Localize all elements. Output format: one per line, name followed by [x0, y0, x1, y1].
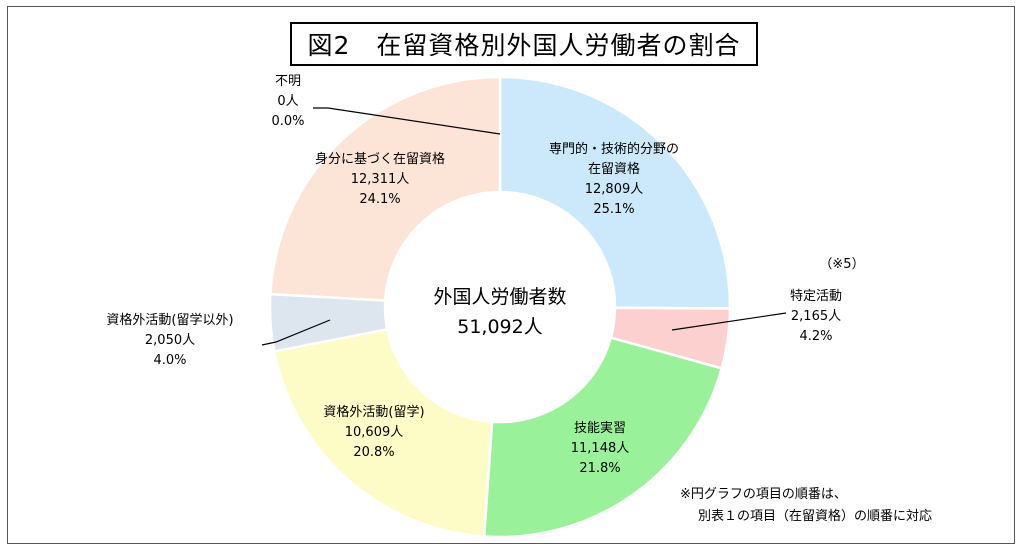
leader-line-fumei: [313, 107, 501, 135]
slice-label-percent: 21.8%: [579, 461, 620, 476]
slice-label-count: 2,165人: [791, 309, 841, 324]
slice-label-percent: 4.2%: [799, 329, 832, 344]
leader-line-tokutei: [671, 312, 787, 331]
slice-label-count: 0人: [277, 94, 298, 109]
chart-title: 図2 在留資格別外国人労働者の割合: [290, 22, 758, 66]
center-total: 51,092人: [457, 316, 542, 338]
slice-label-percent: 20.8%: [353, 445, 394, 460]
slice-label-percent: 4.0%: [153, 353, 186, 368]
slice-label-name: 身分に基づく在留資格: [315, 151, 445, 167]
slice-label-name: 不明: [275, 74, 301, 89]
slice-label-name: 専門的・技術的分野の: [549, 141, 679, 157]
slice-label-count: 2,050人: [145, 333, 195, 348]
center-label: 外国人労働者数: [433, 286, 566, 308]
slice-label-name: 特定活動: [790, 289, 842, 304]
slice-label-percent: 24.1%: [359, 192, 400, 207]
pie-slice-2[interactable]: [482, 336, 724, 539]
pie-slice-0[interactable]: [498, 75, 732, 310]
slice-label-count: 12,311人: [351, 172, 410, 187]
slice-label-name: 技能実習: [574, 420, 626, 436]
footnote-line-1: ※円グラフの項目の順番は、: [680, 487, 847, 502]
slice-label-note: （※5）: [819, 257, 864, 272]
slice-label-count: 10,609人: [345, 425, 404, 440]
footnote-line-2: 別表１の項目（在留資格）の順番に対応: [698, 508, 932, 524]
slice-label-percent: 0.0%: [271, 114, 304, 129]
slice-label-percent: 25.1%: [593, 202, 634, 217]
pie-slice-3[interactable]: [272, 327, 494, 538]
pie-slice-5[interactable]: [269, 75, 502, 302]
slice-label-count: 12,809人: [585, 182, 644, 197]
slice-label-name: 在留資格: [588, 161, 640, 177]
leader-line-shikakugai: [261, 319, 331, 346]
slice-label-name: 資格外活動(留学): [323, 404, 424, 420]
slice-label-count: 11,148人: [571, 441, 630, 456]
slice-label-name: 資格外活動(留学以外): [106, 312, 233, 328]
